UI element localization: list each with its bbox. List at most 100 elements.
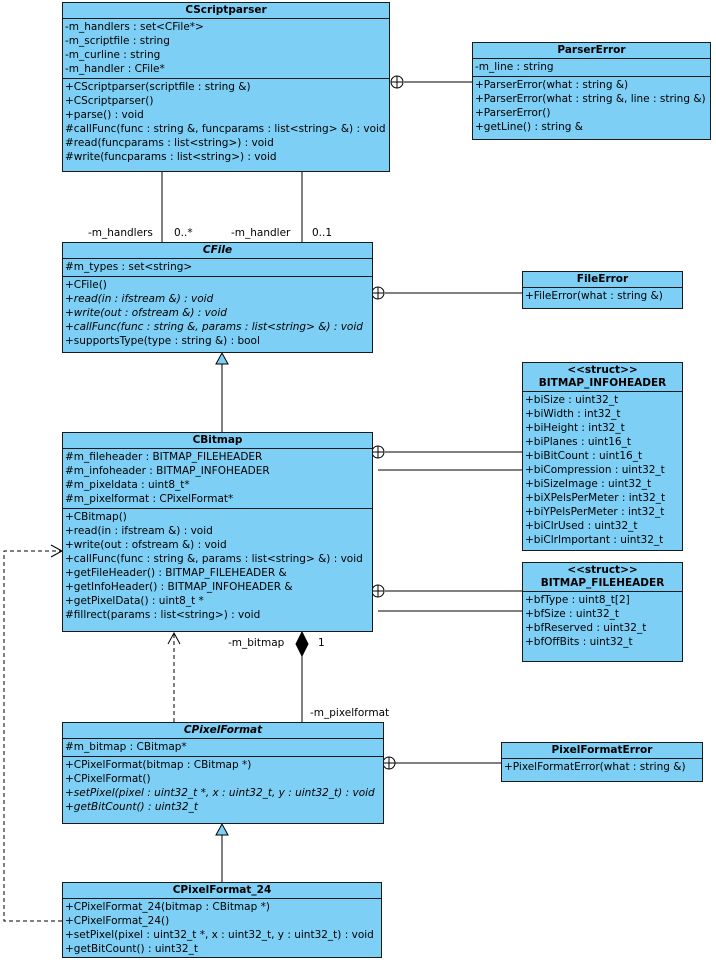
dependency-arrow [167,631,181,645]
operation-section: +CFile() +read(in : ifstream &) : void +wr… [63,277,372,350]
attribute-row: +biSize : uint32_t [525,394,619,406]
attribute-section: #m_bitmap : CBitmap* [63,739,383,757]
attribute-row: +bfSize : uint32_t [525,608,619,620]
attribute-section: -m_line : string [473,59,710,77]
attribute-row: #m_bitmap : CBitmap* [65,741,187,753]
class-cscriptparser[interactable]: CScriptparser -m_handlers : set<CFile*> -… [62,2,390,172]
composition-diamond [295,630,309,658]
operation-row: +read(in : ifstream &) : void [65,293,214,305]
attribute-row: #m_pixelformat : CPixelFormat* [65,493,234,505]
operation-row: +getBitCount() : uint32_t [65,943,198,955]
class-cbitmap[interactable]: CBitmap #m_fileheader : BITMAP_FILEHEADE… [62,432,373,632]
operation-row: +CPixelFormat_24(bitmap : CBitmap *) [65,901,270,913]
attribute-row: -m_scriptfile : string [65,35,170,47]
struct-bitmap-fileheader[interactable]: <<struct>> BITMAP_FILEHEADER +bfType : u… [522,562,683,662]
class-fileerror[interactable]: FileError +FileError(what : string &) [522,271,683,309]
attribute-row: +biSizeImage : uint32_t [525,478,652,490]
operation-row: +CScriptparser() [65,95,154,107]
attribute-section: #m_fileheader : BITMAP_FILEHEADER #m_info… [63,449,372,509]
class-cpixelformat-24[interactable]: CPixelFormat_24 +CPixelFormat_24(bitmap … [62,882,382,958]
attribute-row: +biPlanes : uint16_t [525,436,631,448]
operation-row: +parse() : void [65,109,144,121]
attribute-row: +biBitCount : uint16_t [525,450,643,462]
pixelformaterror-nesting-icon [382,756,396,770]
operation-row: +ParserError(what : string &, line : str… [475,93,706,105]
operation-row: +callFunc(func : string &, params : list… [65,321,363,333]
multiplicity-m-handlers: 0..* [174,227,193,239]
class-name: CBitmap [63,433,372,449]
fileheader-nesting-icon [371,584,385,598]
attribute-row: +biClrUsed : uint32_t [525,520,638,532]
operation-row: +ParserError() [475,107,551,119]
class-name: CScriptparser [63,3,389,19]
infoheader-nesting-icon [371,445,385,459]
operation-row: #write(funcparams : list<string>) : void [65,151,277,163]
class-name: PixelFormatError [502,743,702,759]
attribute-section: #m_types : set<string> [63,259,372,277]
operation-row: +getBitCount() : uint32_t [65,801,198,813]
operation-row: +setPixel(pixel : uint32_t *, x : uint32… [65,929,374,941]
operation-section: +PixelFormatError(what : string &) [502,759,702,776]
attribute-row: -m_line : string [475,61,554,73]
operation-row: +ParserError(what : string &) [475,79,629,91]
attribute-row: +biCompression : uint32_t [525,464,665,476]
stereotype: <<struct>> [567,564,638,576]
fileerror-nesting-icon [371,286,385,300]
struct-bitmap-infoheader[interactable]: <<struct>> BITMAP_INFOHEADER +biSize : u… [522,362,683,551]
cpixelformat24-dependency-line [3,550,62,922]
attribute-section: +biSize : uint32_t+biWidth : int32_t+biH… [523,392,682,549]
operation-section: +CScriptparser(scriptfile : string &) +CS… [63,79,389,166]
operation-row: +getLine() : string & [475,121,583,133]
attribute-row: #m_pixeldata : uint8_t* [65,479,190,491]
operation-row: #fillrect(params : list<string>) : void [65,609,261,621]
operation-section: +CPixelFormat_24(bitmap : CBitmap *) +CPi… [63,899,381,958]
role-m-handlers: -m_handlers [88,227,153,239]
operation-row: +getFileHeader() : BITMAP_FILEHEADER & [65,567,287,579]
cpixelformat24-generalization-arrow [215,822,229,836]
attribute-section: +bfType : uint8_t[2] +bfSize : uint32_t +b… [523,592,682,651]
role-m-bitmap: -m_bitmap [228,637,285,649]
attribute-row: #m_infoheader : BITMAP_INFOHEADER [65,465,270,477]
operation-row: +FileError(what : string &) [525,290,663,302]
class-name: CFile [63,243,372,259]
attribute-row: -m_handler : CFile* [65,63,165,75]
operation-row: #callFunc(func : string &, funcparams : … [65,123,386,135]
operation-row: #read(funcparams : list<string>) : void [65,137,274,149]
role-m-pixelformat: -m_pixelformat [310,707,390,719]
operation-row: +CPixelFormat_24() [65,915,170,927]
operation-row: +getPixelData() : uint8_t * [65,595,204,607]
class-parsererror[interactable]: ParserError -m_line : string +ParserErro… [472,42,711,140]
parsererror-nesting-icon [390,75,404,89]
multiplicity-m-bitmap: 1 [318,637,325,649]
attribute-row: #m_fileheader : BITMAP_FILEHEADER [65,451,263,463]
class-name: CPixelFormat [63,723,383,739]
operation-row: +setPixel(pixel : uint32_t *, x : uint32… [65,787,375,799]
class-name: BITMAP_FILEHEADER [540,577,665,589]
operation-row: +read(in : ifstream &) : void [65,525,213,537]
attribute-row: #m_types : set<string> [65,261,193,273]
operation-row: +CScriptparser(scriptfile : string &) [65,81,251,93]
class-cfile[interactable]: CFile #m_types : set<string> +CFile() +re… [62,242,373,353]
attribute-row: -m_handlers : set<CFile*> [65,21,204,33]
cbitmap-generalization-arrow [215,351,229,365]
struct-header: <<struct>> BITMAP_INFOHEADER [523,363,682,392]
attribute-row: +biClrImportant : uint32_t [525,534,664,546]
attribute-row: +biXPelsPerMeter : int32_t [525,492,666,504]
stereotype: <<struct>> [567,364,638,376]
operation-row: +CFile() [65,279,107,291]
attribute-row: +bfReserved : uint32_t [525,622,647,634]
operation-row: +write(out : ofstream &) : void [65,307,227,319]
attribute-row: +biWidth : int32_t [525,408,621,420]
operation-section: +CBitmap() +read(in : ifstream &) : void +… [63,509,372,624]
operation-row: +CPixelFormat(bitmap : CBitmap *) [65,759,252,771]
struct-header: <<struct>> BITMAP_FILEHEADER [523,563,682,592]
operation-section: +FileError(what : string &) [523,288,682,305]
attribute-row: +bfType : uint8_t[2] [525,594,630,606]
class-cpixelformat[interactable]: CPixelFormat #m_bitmap : CBitmap* +CPixe… [62,722,384,824]
role-m-handler: -m_handler [231,227,291,239]
class-name: ParserError [473,43,710,59]
class-pixelformaterror[interactable]: PixelFormatError +PixelFormatError(what … [501,742,703,782]
operation-row: +supportsType(type : string &) : bool [65,335,260,347]
operation-row: +CBitmap() [65,511,127,523]
